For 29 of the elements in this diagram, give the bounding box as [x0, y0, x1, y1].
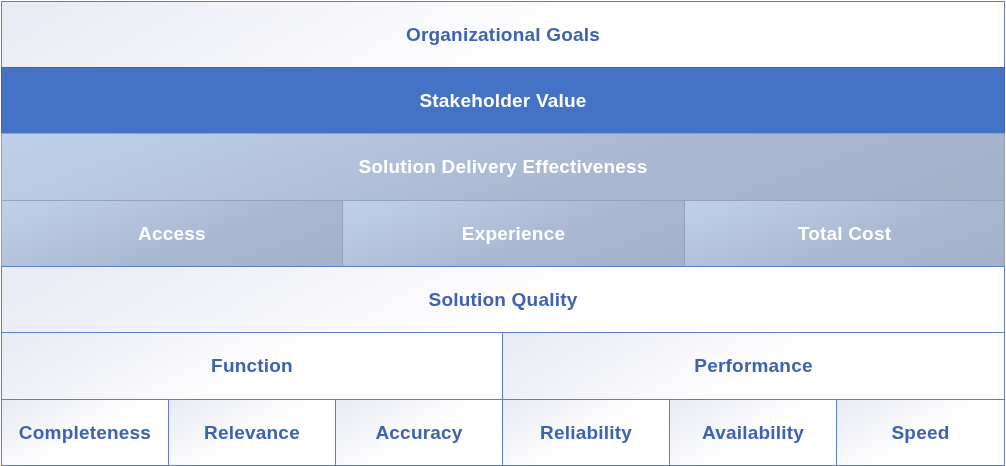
category-panel	[502, 332, 1005, 400]
layer-title: Solution Delivery Effectiveness	[358, 156, 648, 178]
category-label: Function	[211, 355, 293, 377]
category-panel	[669, 399, 837, 466]
layer-band	[1, 133, 1005, 201]
category-panel	[836, 399, 1005, 466]
category-label: Experience	[461, 222, 566, 245]
layer-title: Organizational Goals	[405, 23, 600, 46]
layer-title: Solution Quality	[428, 288, 578, 311]
category-panel	[1, 399, 169, 466]
category-label: Reliability	[540, 421, 632, 444]
category-label: Access	[138, 222, 206, 245]
category-label: Speed	[891, 421, 950, 444]
category-label: Availability	[702, 421, 804, 444]
category-label: Completeness	[18, 421, 152, 444]
layer-band	[1, 1, 1005, 68]
category-label: Performance	[694, 355, 813, 377]
category-panel	[342, 200, 685, 267]
category-label: Accuracy	[375, 421, 463, 444]
layer-band	[1, 67, 1005, 134]
category-panel	[335, 399, 503, 466]
category-label: Relevance	[204, 421, 300, 444]
category-panel	[168, 399, 336, 466]
layer-band	[1, 266, 1005, 333]
category-panel	[684, 200, 1005, 267]
category-panel	[502, 399, 670, 466]
layer-title: Stakeholder Value	[419, 89, 587, 112]
category-label: Total Cost	[797, 222, 892, 245]
category-panel	[1, 200, 343, 267]
